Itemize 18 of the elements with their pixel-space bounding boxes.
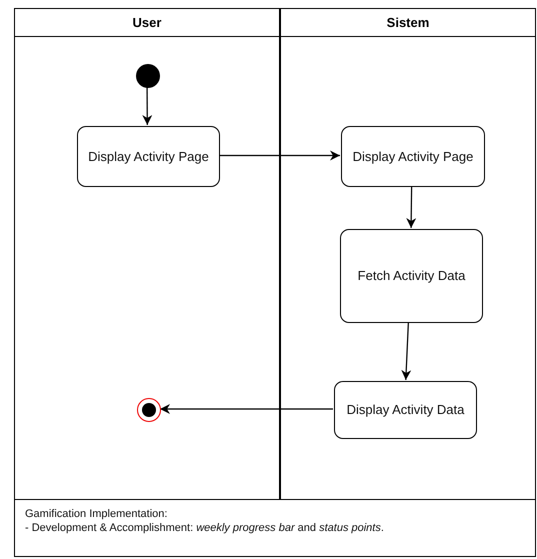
final-node: [137, 398, 161, 422]
action-box: Display Activity Page: [341, 126, 485, 187]
note-text: Gamification Implementation:: [25, 507, 168, 522]
action-box: Display Activity Data: [334, 381, 477, 439]
swimlane: [280, 8, 536, 500]
lane-header: User: [15, 9, 279, 37]
arrow: [160, 404, 333, 414]
arrow: [219, 150, 340, 160]
arrow: [401, 322, 412, 380]
note-panel: [14, 500, 536, 557]
action-box: Display Activity Page: [77, 126, 220, 187]
lane-header: Sistem: [281, 9, 535, 37]
note-text: - Development & Accomplishment: weekly progress bar and status points.: [25, 521, 385, 536]
initial-node: [136, 64, 160, 88]
arrow: [406, 186, 416, 228]
swimlane: [14, 8, 280, 500]
arrow: [142, 87, 152, 125]
action-box: Fetch Activity Data: [340, 229, 483, 323]
